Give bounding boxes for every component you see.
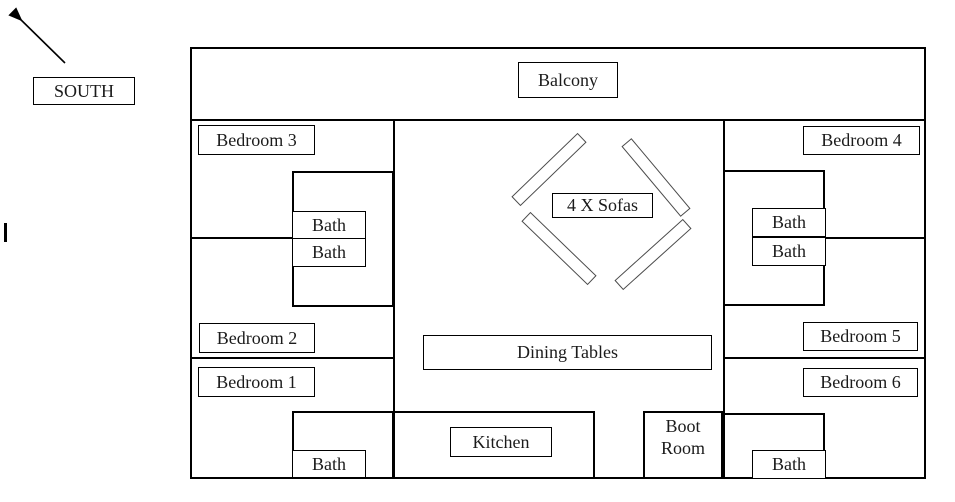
room-label-bath-upper-right-2: Bath (752, 237, 826, 266)
bedroom-3-label-text: Bedroom 3 (216, 129, 297, 150)
balcony-divider-wall (190, 119, 926, 121)
bath-label-text: Bath (312, 214, 346, 235)
south-direction-arrow-icon (8, 7, 66, 64)
furniture-label-sofas: 4 X Sofas (552, 193, 653, 218)
boot-room-block (643, 411, 723, 479)
room-label-bedroom-4: Bedroom 4 (803, 126, 920, 155)
balcony-label-text: Balcony (538, 69, 598, 90)
kitchen-label-text: Kitchen (472, 431, 530, 452)
room-label-bath-upper-left-1: Bath (292, 211, 366, 239)
text-cursor-mark (4, 223, 7, 242)
kitchen-block (393, 411, 595, 479)
bath-label-text: Bath (772, 241, 806, 261)
furniture-label-dining-tables: Dining Tables (423, 335, 712, 370)
room-label-boot-room: Boot Room (660, 416, 705, 458)
room-label-bedroom-6: Bedroom 6 (803, 368, 918, 397)
room-label-bath-upper-left-2: Bath (292, 238, 366, 267)
bedroom-2-label-text: Bedroom 2 (216, 327, 298, 348)
south-label-text: SOUTH (53, 80, 114, 101)
bath-label-text: Bath (772, 454, 806, 474)
bedroom-5-label-text: Bedroom 5 (820, 326, 901, 346)
dining-tables-label-text: Dining Tables (517, 342, 618, 362)
room-label-bedroom-2: Bedroom 2 (199, 323, 315, 353)
room-label-bath-lower-right: Bath (752, 450, 826, 479)
right-wing-lower-partition-wall (723, 357, 926, 359)
bath-label-text: Bath (312, 453, 346, 474)
bath-label-text: Bath (772, 212, 806, 232)
room-label-bath-upper-right-1: Bath (752, 208, 826, 237)
room-label-bedroom-3: Bedroom 3 (198, 125, 315, 155)
room-label-bedroom-5: Bedroom 5 (803, 322, 918, 351)
left-wing-lower-partition-wall (190, 357, 395, 359)
bedroom-6-label-text: Bedroom 6 (820, 372, 901, 392)
bath-label-text: Bath (312, 242, 346, 262)
room-label-kitchen: Kitchen (450, 427, 552, 457)
room-label-bath-lower-left: Bath (292, 450, 366, 478)
south-label: SOUTH (33, 77, 135, 105)
room-label-bedroom-1: Bedroom 1 (198, 367, 315, 397)
bedroom-1-label-text: Bedroom 1 (216, 371, 297, 392)
bedroom-4-label-text: Bedroom 4 (821, 130, 902, 150)
left-corridor-wall (393, 119, 395, 479)
sofas-label-text: 4 X Sofas (567, 195, 638, 215)
room-label-balcony: Balcony (518, 62, 618, 98)
